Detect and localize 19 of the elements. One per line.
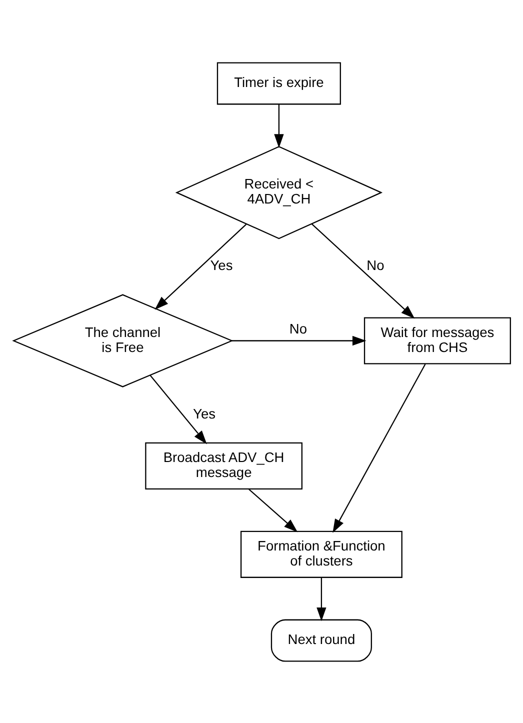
arrow <box>274 104 284 148</box>
arrow <box>332 363 426 532</box>
arrow <box>310 223 414 318</box>
node-box: Wait for messages from CHS <box>363 316 510 364</box>
edge-label: No <box>288 320 306 336</box>
node-diamond: The channel is Free <box>12 294 233 387</box>
edge-label: Yes <box>192 406 216 421</box>
edge-label: Yes <box>210 258 232 273</box>
node-box: Formation &Function of clusters <box>240 530 402 578</box>
node-box: Timer is expire <box>216 62 340 104</box>
edge-label: No <box>366 258 384 273</box>
arrow <box>316 577 326 621</box>
node-box: Next round <box>270 618 372 662</box>
arrow <box>154 223 246 310</box>
arrow <box>248 488 298 532</box>
node-diamond: Received < 4ADV_CH <box>174 145 382 239</box>
node-box: Broadcast ADV_CH message <box>144 442 302 489</box>
arrow <box>231 335 366 346</box>
arrow <box>149 374 206 444</box>
